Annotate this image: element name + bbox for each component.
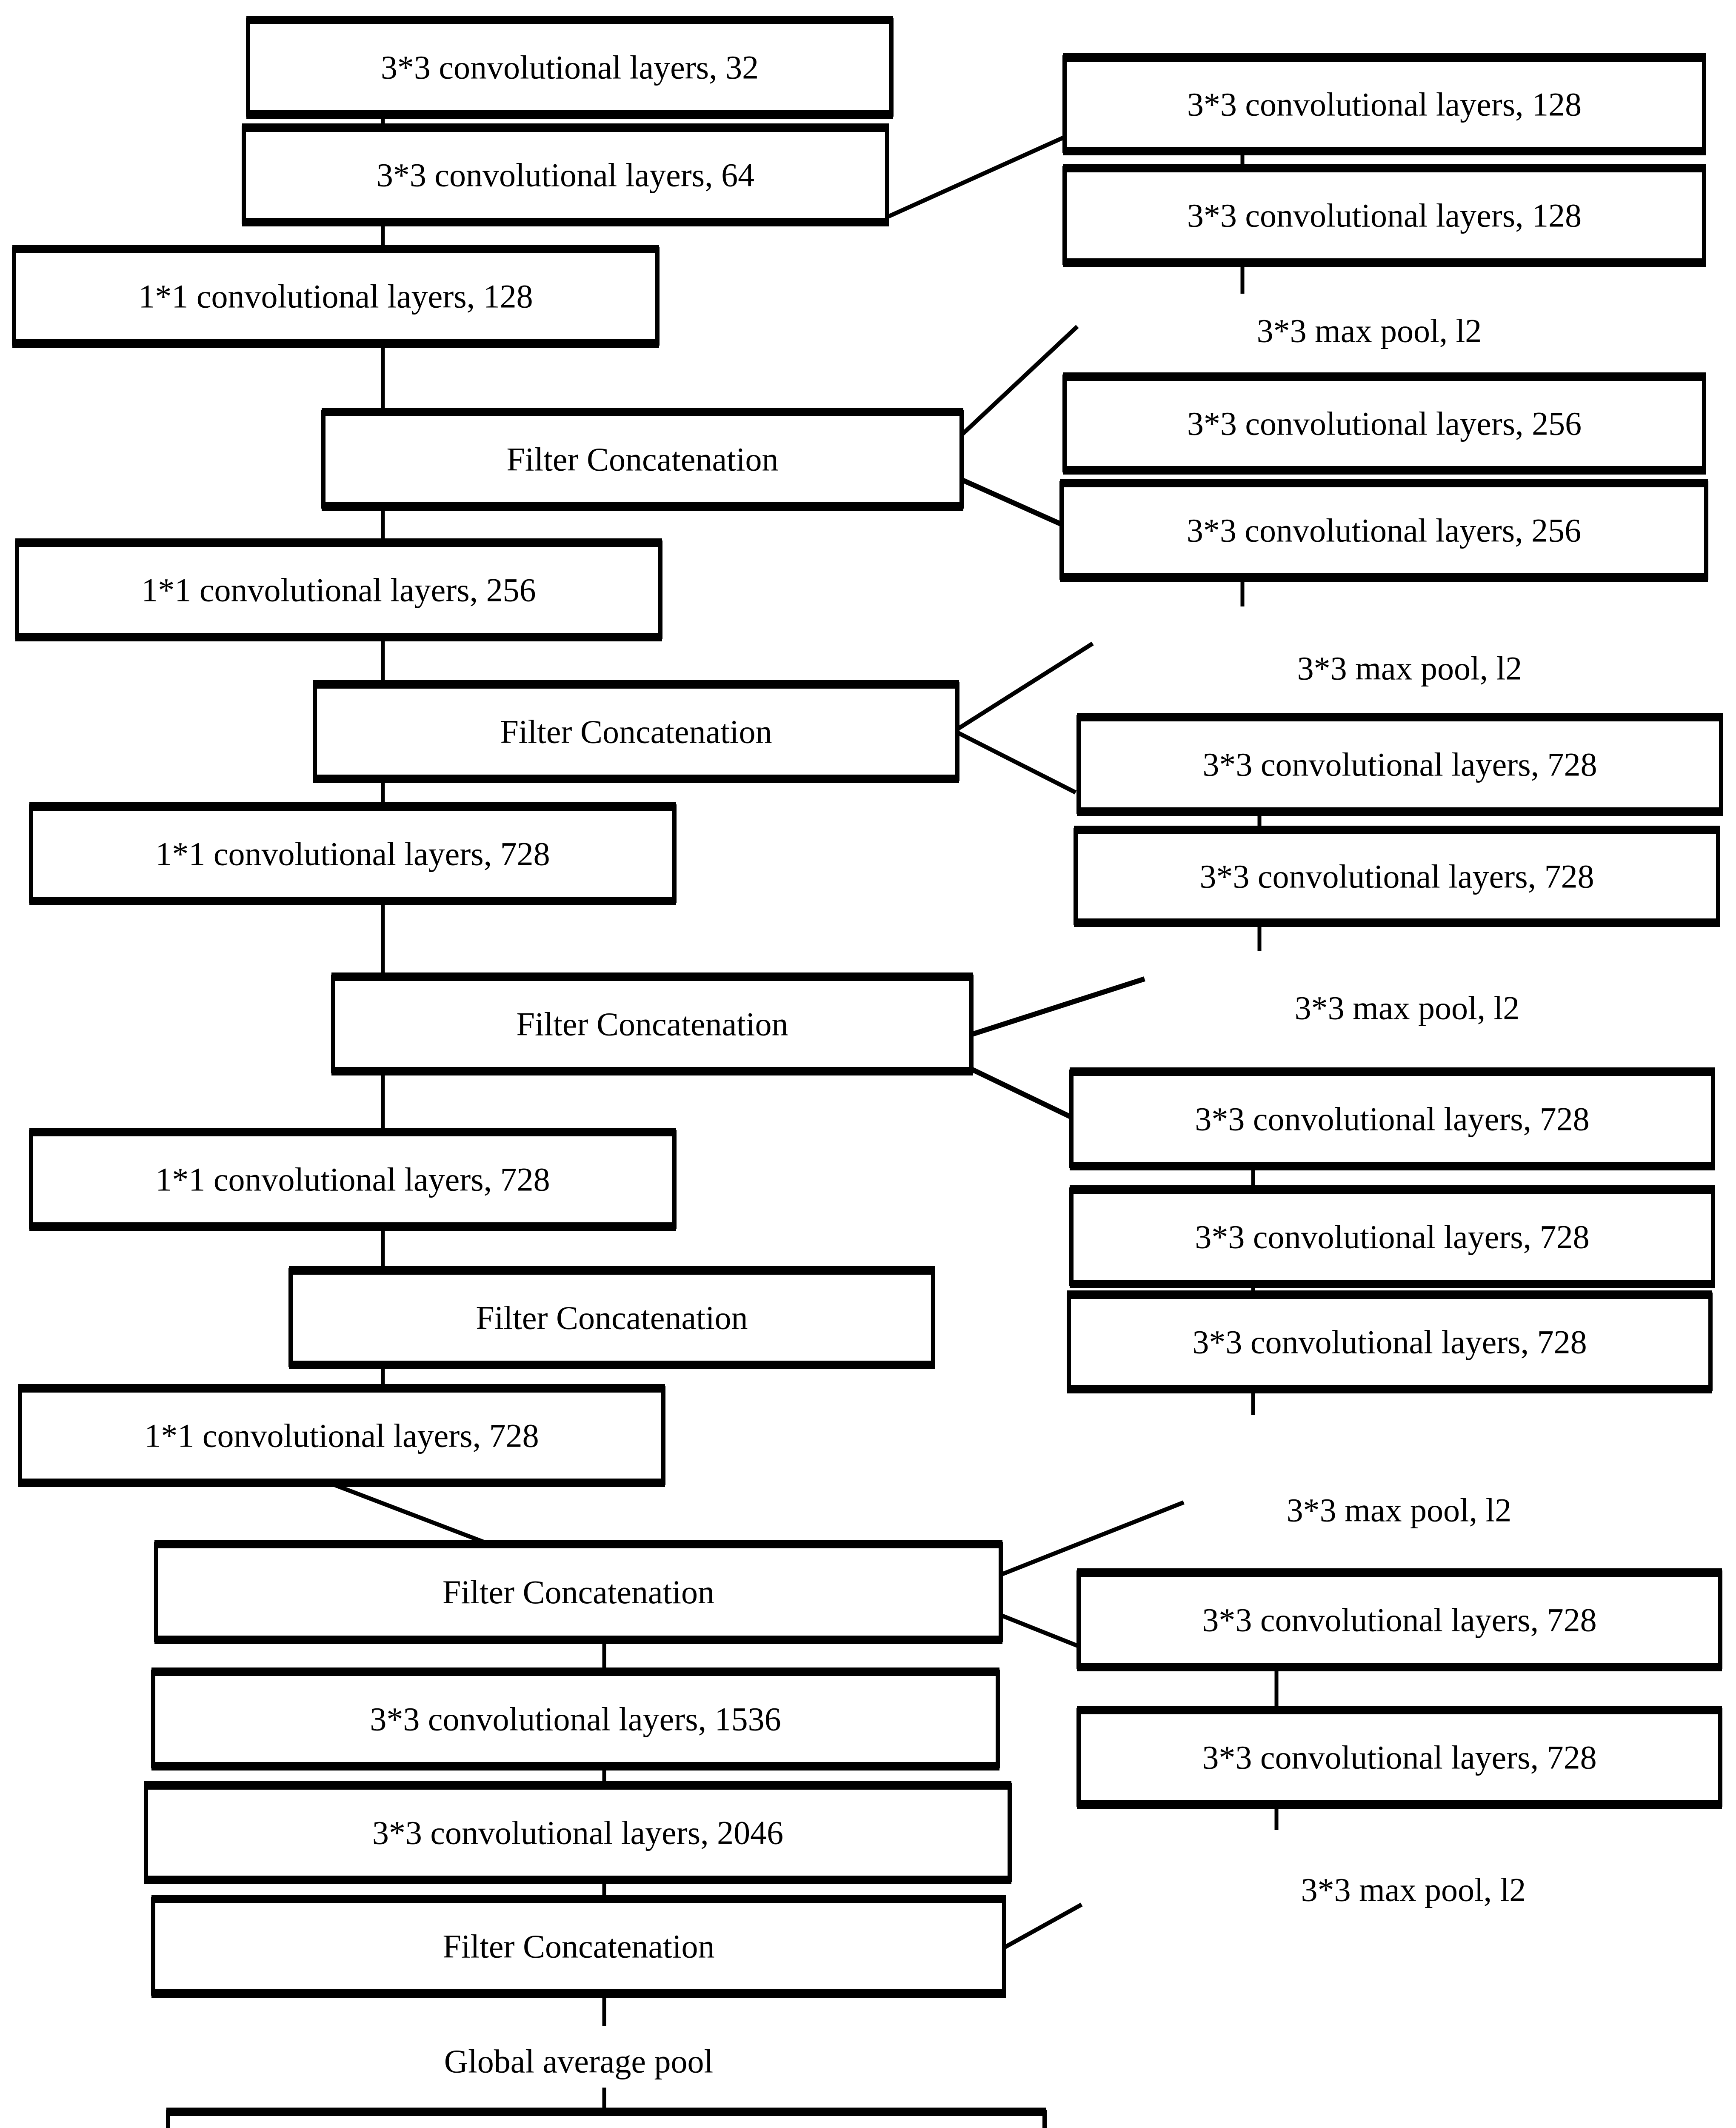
side-conv-256-a-label: 3*3 convolutional layers, 256: [1187, 405, 1582, 442]
side-conv-728-e-label: 3*3 convolutional layers, 728: [1192, 1324, 1587, 1361]
side-conv-728-a-box: [1076, 715, 1723, 814]
conv1x1-728-b-label: 1*1 convolutional layers, 728: [155, 1161, 550, 1198]
conv-32-label: 3*3 convolutional layers, 32: [381, 49, 759, 86]
side-conv-728-a-label: 3*3 convolutional layers, 728: [1202, 746, 1597, 783]
side-conv-256-b-label: 3*3 convolutional layers, 256: [1187, 512, 1581, 549]
conv-1536-box: [151, 1670, 1000, 1768]
connector-line: [1004, 1902, 1083, 1949]
filter-concat-4-box: [288, 1268, 935, 1367]
conv-2046-box: [144, 1783, 1012, 1882]
side-maxpool-2-label: 3*3 max pool, l2: [1297, 650, 1522, 687]
connector-line: [1000, 1500, 1185, 1577]
filter-concat-1-label: Filter Concatenation: [506, 441, 778, 478]
side-conv-728-e-box: [1067, 1293, 1713, 1391]
connector-line: [961, 325, 1079, 436]
filter-concat-2-label: Filter Concatenation: [500, 713, 772, 750]
conv1x1-728-a-label: 1*1 convolutional layers, 728: [155, 835, 550, 872]
side-conv-128-a-box: [1062, 55, 1706, 153]
conv1x1-728-a-box: [29, 804, 677, 903]
side-conv-728-c-label: 3*3 convolutional layers, 728: [1195, 1101, 1589, 1138]
conv1x1-728-c-label: 1*1 convolutional layers, 728: [144, 1417, 539, 1454]
connector-line: [328, 1481, 490, 1546]
connector-line: [886, 135, 1066, 219]
conv1x1-128-box: [12, 247, 660, 346]
side-conv-728-g-label: 3*3 convolutional layers, 728: [1202, 1739, 1596, 1776]
connector-line: [957, 731, 1077, 795]
filter-concat-6-box: [151, 1897, 1006, 1996]
conv-1536-label: 3*3 convolutional layers, 1536: [370, 1701, 781, 1738]
side-maxpool-3-label: 3*3 max pool, l2: [1295, 990, 1520, 1027]
connector-line: [1000, 1613, 1079, 1648]
side-conv-728-b-label: 3*3 convolutional layers, 728: [1199, 858, 1594, 895]
side-conv-728-d-label: 3*3 convolutional layers, 728: [1195, 1218, 1589, 1256]
filter-concat-4-label: Filter Concatenation: [476, 1299, 748, 1336]
conv1x1-256-label: 1*1 convolutional layers, 256: [141, 572, 536, 609]
global-average-pool-label: Global average pool: [444, 2043, 713, 2080]
side-conv-728-g-box: [1076, 1708, 1722, 1807]
connector-line: [957, 641, 1094, 731]
conv-2046-label: 3*3 convolutional layers, 2046: [372, 1814, 783, 1851]
connector-line: [961, 478, 1063, 527]
filter-concat-5-label: Filter Concatenation: [443, 1573, 714, 1610]
filter-concat-5-box: [154, 1542, 1003, 1642]
filter-concat-2-box: [313, 682, 959, 781]
side-conv-128-b-box: [1062, 166, 1706, 265]
filter-concat-3-label: Filter Concatenation: [516, 1006, 788, 1043]
filter-concat-6-label: Filter Concatenation: [443, 1928, 714, 1965]
side-maxpool-4-label: 3*3 max pool, l2: [1287, 1492, 1512, 1529]
connector-line: [970, 1067, 1073, 1120]
side-maxpool-1-label: 3*3 max pool, l2: [1257, 312, 1482, 349]
side-conv-728-f-label: 3*3 convolutional layers, 728: [1202, 1602, 1596, 1639]
conv1x1-728-b-box: [29, 1130, 677, 1229]
side-maxpool-5-label: 3*3 max pool, l2: [1301, 1871, 1526, 1908]
conv1x1-256-box: [15, 541, 662, 639]
filter-concat-1-box: [321, 410, 964, 509]
filter-concat-3-box: [331, 975, 974, 1073]
side-conv-728-c-box: [1069, 1070, 1715, 1168]
conv-64-box: [242, 126, 889, 224]
conv-64-label: 3*3 convolutional layers, 64: [377, 157, 754, 194]
connector-line: [971, 976, 1145, 1037]
side-conv-128-a-label: 3*3 convolutional layers, 128: [1187, 86, 1582, 123]
conv1x1-128-label: 1*1 convolutional layers, 128: [138, 278, 533, 315]
side-conv-128-b-label: 3*3 convolutional layers, 128: [1187, 197, 1582, 234]
